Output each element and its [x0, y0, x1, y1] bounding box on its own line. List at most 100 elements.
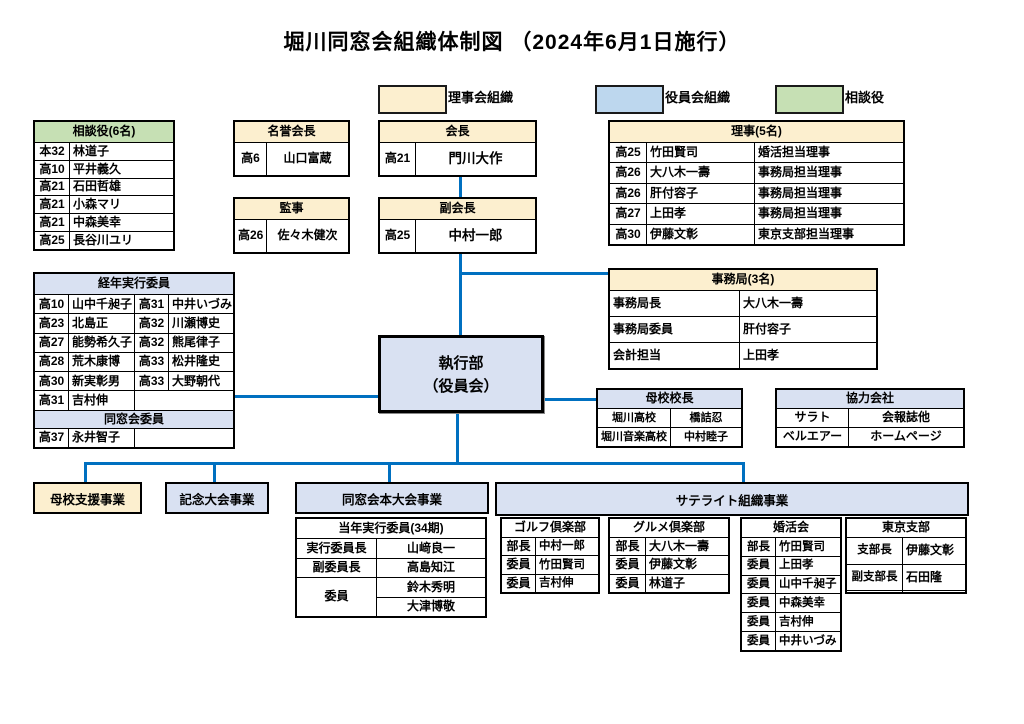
empty-cell	[902, 590, 966, 593]
connector-drop-satellite	[742, 462, 745, 482]
role-cell: 副委員長	[296, 557, 377, 578]
table-header: 婚活会	[741, 518, 841, 538]
name-cell: 竹田賢司	[535, 555, 599, 575]
legend-label-officers: 役員会組織	[665, 90, 731, 105]
name-cell: 荒木康博	[68, 351, 135, 373]
table-row: 大津博敬	[297, 596, 486, 617]
name-cell: 中井いづみ	[168, 293, 234, 315]
class-cell: 高6	[234, 142, 267, 176]
role-cell: 委員	[741, 555, 776, 576]
table-row: 委員山中千昶子	[741, 574, 841, 595]
class-cell: 高37	[34, 427, 69, 449]
table-row: 委員吉村伸	[741, 612, 841, 633]
class-cell: 高21	[34, 195, 70, 215]
name-cell: 熊尾律子	[168, 332, 234, 353]
table-header: グルメ倶楽部	[609, 518, 729, 538]
name-cell: 竹田賢司	[775, 537, 841, 557]
role-cell: 委員	[501, 555, 536, 575]
class-cell: 高10	[34, 293, 69, 315]
role-cell: 東京支部担当理事	[754, 223, 904, 246]
service-cell: 会報誌他	[848, 408, 964, 428]
executive-board-line1: 執行部	[438, 355, 484, 372]
table-header: 当年実行委員(34期)	[296, 518, 486, 539]
table-header: 理事(5名)	[609, 121, 904, 143]
connector-vp-executive	[459, 252, 462, 335]
president-title: 会長	[379, 121, 536, 143]
table-row: 事務局長大八木一壽	[609, 290, 877, 317]
table-row: 委員鈴木秀明	[296, 577, 486, 617]
name-cell: 北島正	[68, 313, 135, 334]
name-cell: 林道子	[645, 573, 729, 594]
class-cell: 高28	[34, 351, 69, 373]
table-header: 母校校長	[597, 389, 742, 409]
name-cell: 吉村伸	[68, 390, 135, 411]
name-cell: 新実彰男	[68, 371, 135, 392]
legend-label-advisors: 相談役	[845, 90, 885, 105]
school-cell: 堀川音楽高校	[597, 427, 671, 447]
role-cell: 委員	[741, 593, 776, 614]
class-cell: 高30	[609, 223, 647, 246]
name-cell: 長谷川ユリ	[69, 231, 174, 250]
secretariat-box: 事務局(3名) 事務局長大八木一壽 事務局委員肝付容子 会計担当上田孝	[608, 268, 878, 370]
empty-cell	[134, 390, 234, 411]
connector-president-vp	[459, 175, 462, 197]
class-cell: 高31	[134, 293, 169, 315]
partners-box: 協力会社 サラト会報誌他 ベルエアーホームページ	[775, 388, 965, 448]
table-row: 委員中森美幸	[741, 593, 841, 614]
name-cell: 松井隆史	[168, 351, 234, 373]
name-cell: 石田哲雄	[69, 177, 174, 197]
name-cell: 上田孝	[739, 342, 877, 369]
vice-president-title: 副会長	[379, 198, 536, 220]
current-committee-box: 当年実行委員(34期) 実行委員長山﨑良一 副委員長高島知江 委員鈴木秀明 大津…	[295, 517, 487, 618]
name-cell: 中森美幸	[69, 213, 174, 233]
golf-club-box: ゴルフ倶楽部 部長中村一郎 委員竹田賢司 委員吉村伸	[500, 517, 600, 594]
name-cell: 山口富蔵	[266, 142, 349, 176]
table-row: 会計担当上田孝	[609, 342, 877, 369]
name-cell: 大八木一壽	[739, 290, 877, 317]
table-row: 堀川音楽高校中村睦子	[597, 427, 742, 447]
table-row: 事務局委員肝付容子	[609, 316, 877, 343]
class-cell: 高33	[134, 351, 169, 373]
class-cell: 高21	[379, 142, 416, 176]
role-cell: 部長	[501, 536, 536, 557]
partners-title: 協力会社	[776, 389, 964, 409]
class-cell: 高30	[34, 371, 69, 392]
connector-drop-main-convention	[388, 462, 391, 482]
role-cell: 事務局長	[609, 290, 740, 317]
company-cell: サラト	[776, 408, 849, 428]
konkatsu-club-title: 婚活会	[741, 518, 841, 538]
class-cell: 高32	[134, 313, 169, 334]
connector-drop-memorial	[213, 462, 216, 482]
name-cell: 平井義久	[69, 159, 174, 179]
name-cell: 小森マリ	[69, 195, 174, 215]
name-cell: 伊藤文彰	[645, 555, 729, 575]
role-cell: 委員	[501, 573, 536, 594]
table-row: サラト会報誌他	[776, 408, 964, 428]
class-cell: 高31	[34, 390, 69, 411]
name-cell: 高島知江	[376, 557, 486, 578]
directors-title: 理事(5名)	[609, 121, 904, 143]
class-cell: 高26	[234, 219, 267, 253]
connector-senior-executive	[233, 395, 378, 398]
legend-swatch-advisors	[775, 85, 844, 114]
role-cell: 委員	[296, 577, 377, 617]
connector-executive-bus	[456, 407, 459, 465]
table-header: 同窓会委員	[34, 409, 234, 429]
school-cell: 堀川高校	[597, 408, 671, 428]
role-cell: 委員	[741, 631, 776, 651]
name-cell: 鈴木秀明	[376, 577, 486, 598]
class-cell: 高21	[34, 213, 70, 233]
table-row: 委員林道子	[609, 573, 729, 594]
empty-cell	[134, 427, 234, 449]
table-header: 協力会社	[776, 389, 964, 409]
connector-to-secretariat	[459, 272, 608, 275]
